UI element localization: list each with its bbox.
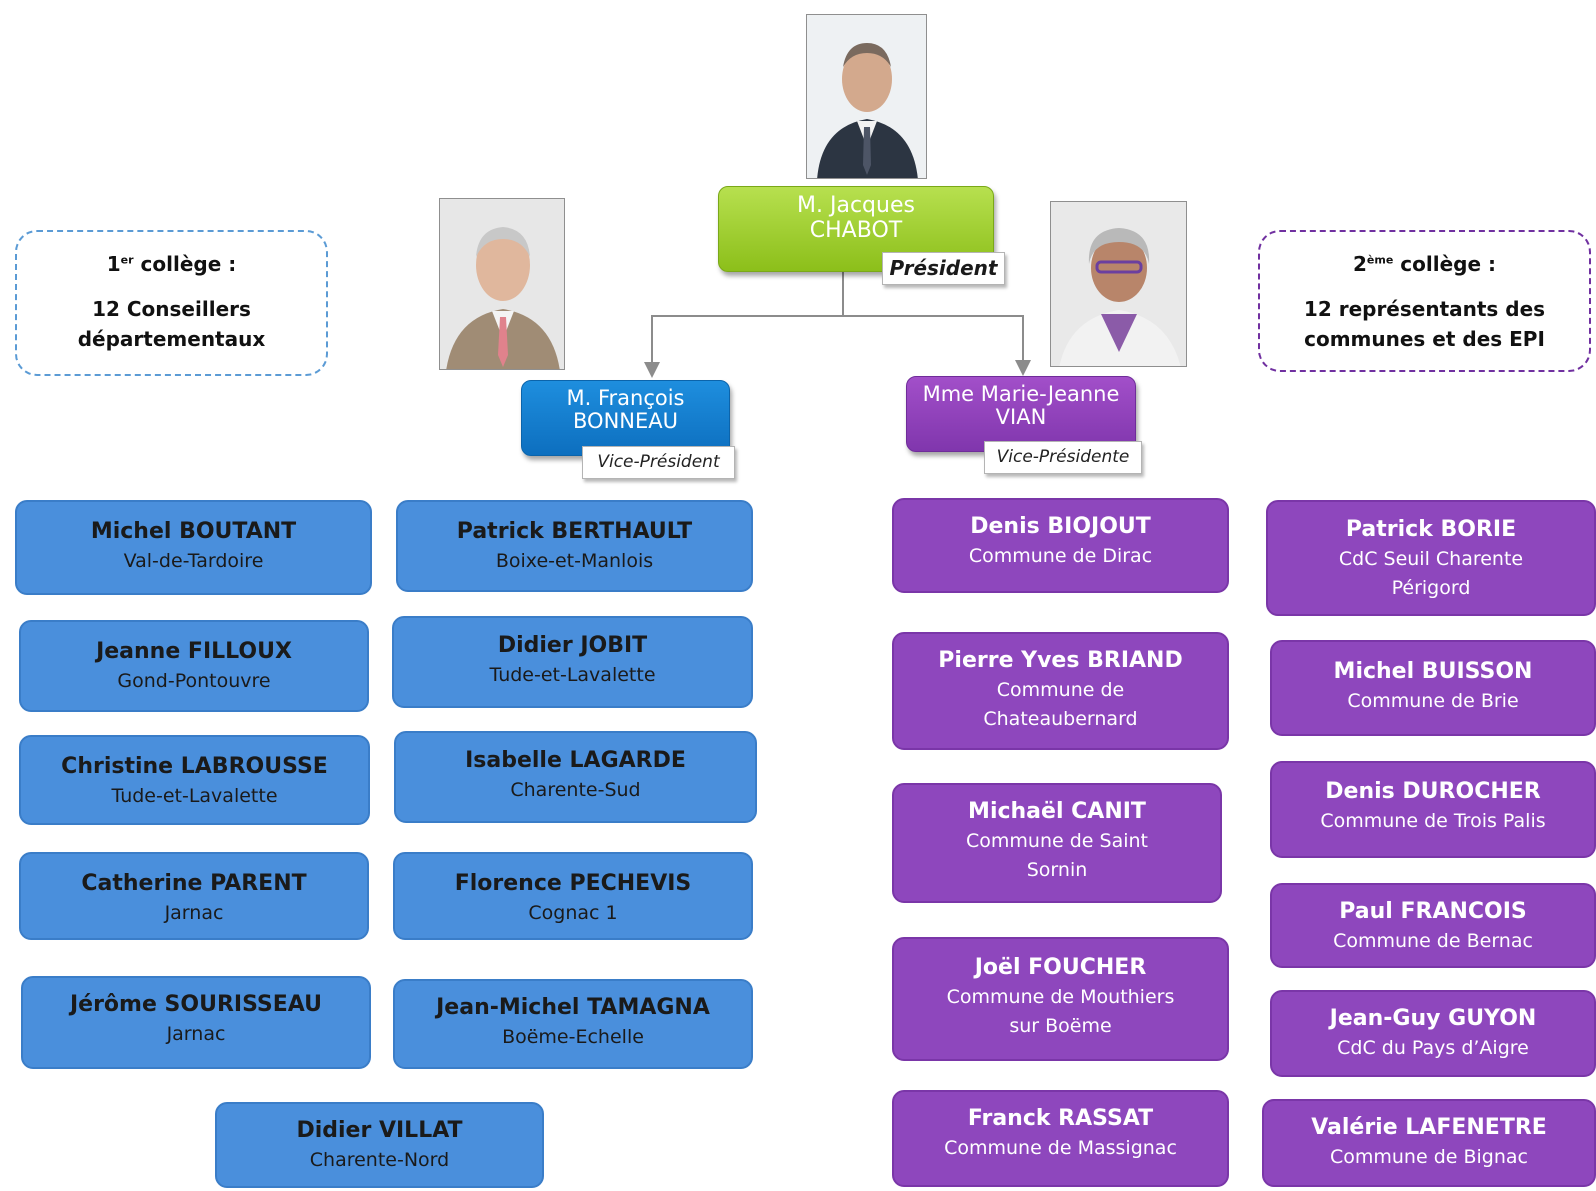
vice-president-photo xyxy=(439,198,565,370)
member-constituency: Cognac 1 xyxy=(528,902,618,924)
president-to-vp-line xyxy=(644,272,844,378)
member-name: Valérie LAFENETRE xyxy=(1311,1115,1547,1140)
member-card: Denis DUROCHER Commune de Trois Palis xyxy=(1270,761,1596,858)
member-name: Patrick BORIE xyxy=(1345,517,1517,542)
member-constituency: Tude-et-Lavalette xyxy=(489,664,656,686)
vice-presidente-box: Mme Marie-Jeanne VIAN xyxy=(906,376,1136,452)
member-name: Jean-Guy GUYON xyxy=(1329,1006,1537,1031)
member-card: Michel BUISSON Commune de Brie xyxy=(1270,640,1596,736)
president-to-vp2-line xyxy=(843,315,1031,376)
member-card: Valérie LAFENETRE Commune de Bignac xyxy=(1262,1099,1596,1187)
member-card: Didier VILLAT Charente-Nord xyxy=(215,1102,544,1188)
first-college-title: 1er collège : xyxy=(106,252,237,276)
member-name: Franck RASSAT xyxy=(967,1106,1154,1131)
member-constituency: Jarnac xyxy=(164,902,224,924)
member-name: Denis BIOJOUT xyxy=(970,514,1151,539)
vp-name-line2: BONNEAU xyxy=(573,409,678,433)
member-constituency: Commune de Bernac xyxy=(1333,930,1533,952)
person-silhouette-icon xyxy=(446,227,560,369)
member-name: Florence PECHEVIS xyxy=(454,871,692,896)
member-card: Christine LABROUSSE Tude-et-Lavalette xyxy=(19,735,370,825)
member-card: Jean-Michel TAMAGNA Boëme-Echelle xyxy=(393,979,753,1069)
member-card: Paul FRANCOIS Commune de Bernac xyxy=(1270,883,1596,968)
member-name: Denis DUROCHER xyxy=(1325,779,1541,804)
member-constituency: Commune de Bignac xyxy=(1329,1146,1528,1168)
member-constituency: Jarnac xyxy=(166,1023,226,1045)
president-name-line2: CHABOT xyxy=(809,218,903,243)
member-name: Patrick BERTHAULT xyxy=(456,519,693,544)
member-name: Christine LABROUSSE xyxy=(61,754,328,779)
member-name: Pierre Yves BRIAND xyxy=(938,648,1183,673)
member-constituency: Commune de Trois Palis xyxy=(1320,810,1546,832)
member-constituency: Tude-et-Lavalette xyxy=(111,785,278,807)
member-constituency: CdC du Pays d’Aigre xyxy=(1337,1037,1529,1059)
vp2-name-line1: Mme Marie-Jeanne xyxy=(922,382,1120,406)
member-card: Jeanne FILLOUX Gond-Pontouvre xyxy=(19,620,369,712)
member-name: Jean-Michel TAMAGNA xyxy=(436,995,710,1020)
member-constituency: Commune de Mouthiers xyxy=(946,986,1175,1008)
vice-president-box: M. François BONNEAU xyxy=(521,380,730,456)
president-name-line1: M. Jacques xyxy=(797,193,915,218)
member-constituency: Charente-Nord xyxy=(309,1149,450,1171)
vp-name-line1: M. François xyxy=(566,386,685,410)
member-constituency: Périgord xyxy=(1391,577,1471,599)
member-constituency: Sornin xyxy=(1026,859,1088,881)
member-name: Catherine PARENT xyxy=(81,871,307,896)
president-photo xyxy=(806,14,927,179)
member-card: Jean-Guy GUYON CdC du Pays d’Aigre xyxy=(1270,990,1596,1077)
member-name: Michel BUISSON xyxy=(1333,659,1533,684)
member-name: Jeanne FILLOUX xyxy=(96,639,292,664)
member-card: Florence PECHEVIS Cognac 1 xyxy=(393,852,753,940)
member-constituency: Commune de Dirac xyxy=(968,545,1153,567)
member-card: Patrick BERTHAULT Boixe-et-Manlois xyxy=(396,500,753,592)
member-card: Pierre Yves BRIAND Commune de Chateauberna… xyxy=(892,632,1229,750)
member-constituency: Commune de Saint xyxy=(966,830,1148,852)
member-constituency: Gond-Pontouvre xyxy=(117,670,271,692)
member-name: Joël FOUCHER xyxy=(974,955,1147,980)
member-card: Isabelle LAGARDE Charente-Sud xyxy=(394,731,757,823)
second-college-title: 2ème collège : xyxy=(1353,252,1496,276)
member-card: Catherine PARENT Jarnac xyxy=(19,852,369,940)
vice-president-role-label: Vice-Président xyxy=(582,446,735,479)
member-constituency: Val-de-Tardoire xyxy=(123,550,264,572)
member-constituency: Chateaubernard xyxy=(983,708,1138,730)
member-name: Paul FRANCOIS xyxy=(1339,899,1527,924)
member-name: Didier JOBIT xyxy=(497,633,648,658)
member-card: Jérôme SOURISSEAU Jarnac xyxy=(21,976,371,1069)
member-name: Michaël CANIT xyxy=(968,799,1146,824)
member-card: Franck RASSAT Commune de Massignac xyxy=(892,1090,1229,1187)
vice-presidente-photo xyxy=(1050,201,1187,367)
member-constituency: Charente-Sud xyxy=(510,779,641,801)
member-constituency: Commune de xyxy=(996,679,1125,701)
member-name: Isabelle LAGARDE xyxy=(465,748,686,773)
member-name: Michel BOUTANT xyxy=(90,519,297,544)
vp2-name-line2: VIAN xyxy=(995,405,1047,429)
member-card: Didier JOBIT Tude-et-Lavalette xyxy=(392,616,753,708)
member-constituency: Boëme-Echelle xyxy=(502,1026,644,1048)
member-name: Jérôme SOURISSEAU xyxy=(69,992,323,1017)
president-role-label: Président xyxy=(882,252,1005,285)
member-name: Didier VILLAT xyxy=(296,1118,463,1143)
member-constituency: sur Boëme xyxy=(1009,1015,1112,1037)
member-card: Michel BOUTANT Val-de-Tardoire xyxy=(15,500,372,595)
member-constituency: Commune de Massignac xyxy=(944,1137,1177,1159)
member-card: Denis BIOJOUT Commune de Dirac xyxy=(892,498,1229,593)
person-silhouette-icon xyxy=(817,43,918,178)
member-card: Joël FOUCHER Commune de Mouthiers sur Boëm… xyxy=(892,937,1229,1061)
member-constituency: Boixe-et-Manlois xyxy=(495,550,654,572)
vice-presidente-role-label: Vice-Présidente xyxy=(984,441,1142,474)
person-silhouette-icon xyxy=(1059,228,1181,366)
member-constituency: CdC Seuil Charente xyxy=(1338,548,1524,570)
member-constituency: Commune de Brie xyxy=(1347,690,1519,712)
